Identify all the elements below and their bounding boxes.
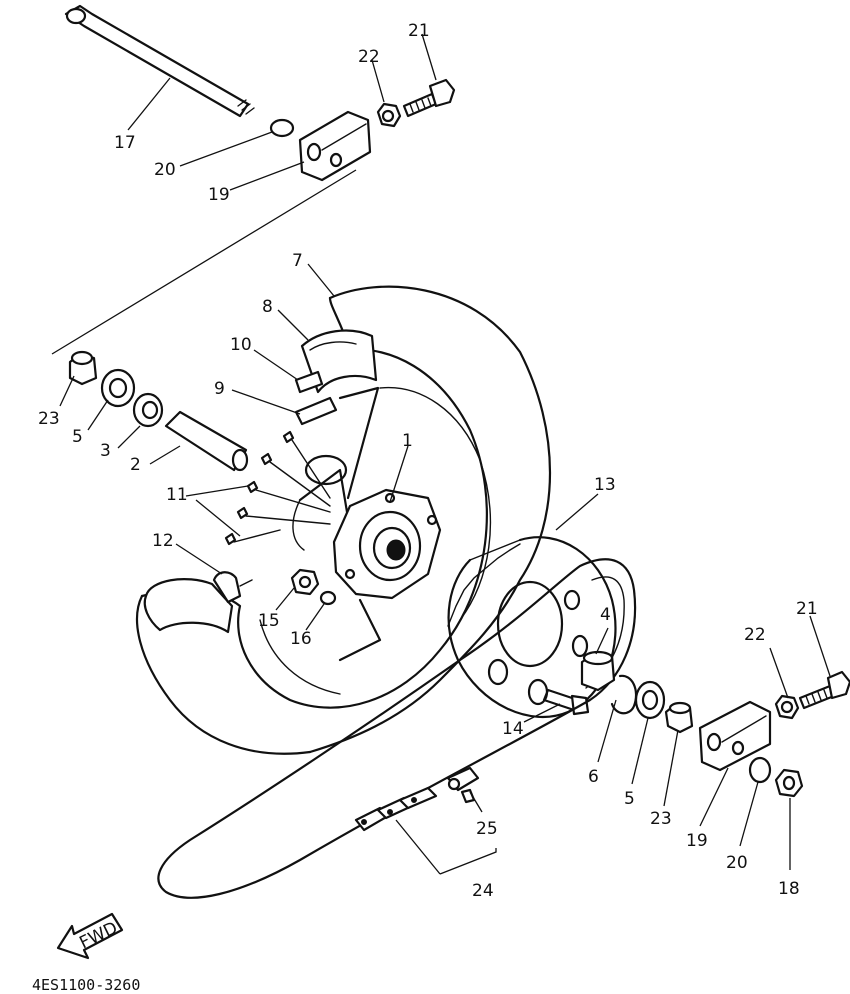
axle-part xyxy=(64,4,255,118)
callout-2: 2 xyxy=(130,455,141,475)
callout-22: 22 xyxy=(358,47,380,67)
callout-6: 6 xyxy=(588,767,599,787)
nut-part xyxy=(376,102,402,128)
tire-part xyxy=(135,285,552,755)
callout-24: 24 xyxy=(472,881,494,901)
spoke-nipples-part xyxy=(224,430,331,546)
callout-23: 23 xyxy=(650,809,672,829)
callout-9: 9 xyxy=(214,379,225,399)
callout-14: 14 xyxy=(502,719,524,739)
sprocket-part xyxy=(447,536,617,719)
callout-21: 21 xyxy=(796,599,818,619)
callout-21: 21 xyxy=(408,21,430,41)
nut-part xyxy=(290,568,320,596)
forward-arrow-icon: FWD xyxy=(56,912,124,960)
callout-12: 12 xyxy=(152,531,174,551)
callout-13: 13 xyxy=(594,475,616,495)
bearing-part xyxy=(100,368,136,408)
callout-10: 10 xyxy=(230,335,252,355)
chain-adjuster-part xyxy=(298,110,372,182)
callout-5: 5 xyxy=(624,789,635,809)
callout-4: 4 xyxy=(600,605,611,625)
mud-flap-part xyxy=(143,571,253,634)
callout-11: 11 xyxy=(166,485,188,505)
callout-3: 3 xyxy=(100,441,111,461)
diagram-code: 4ES1100-3260 xyxy=(32,976,140,994)
tube-valve-part xyxy=(294,396,338,426)
callout-19: 19 xyxy=(208,185,230,205)
callout-7: 7 xyxy=(292,251,303,271)
chain-adjuster-part xyxy=(698,700,772,772)
bolt-part xyxy=(798,670,850,710)
bolt-part xyxy=(402,78,456,118)
spacer-part xyxy=(164,410,249,472)
nut-part xyxy=(774,768,804,798)
callout-19: 19 xyxy=(686,831,708,851)
bearing-part xyxy=(634,680,666,720)
lock-washer-part xyxy=(319,590,337,606)
chain-links-part xyxy=(354,786,438,832)
callout-5: 5 xyxy=(72,427,83,447)
callout-17: 17 xyxy=(114,133,136,153)
collar-part xyxy=(580,650,616,692)
wheel-spokes xyxy=(292,386,382,662)
washer-part xyxy=(269,118,295,138)
callout-16: 16 xyxy=(290,629,312,649)
collar-part xyxy=(664,701,694,734)
callout-15: 15 xyxy=(258,611,280,631)
callout-22: 22 xyxy=(744,625,766,645)
callout-18: 18 xyxy=(778,879,800,899)
valve-part xyxy=(294,370,324,394)
washer-part xyxy=(748,756,772,784)
reference-line xyxy=(51,169,357,355)
oil-seal-part xyxy=(132,392,164,428)
callout-20: 20 xyxy=(154,160,176,180)
leader-lines xyxy=(59,33,831,875)
hub-part xyxy=(332,488,442,600)
sprocket-bolt-part xyxy=(542,688,590,716)
callout-25: 25 xyxy=(476,819,498,839)
callout-8: 8 xyxy=(262,297,273,317)
nut-part xyxy=(774,694,800,720)
callout-23: 23 xyxy=(38,409,60,429)
callout-1: 1 xyxy=(402,431,413,451)
collar-part xyxy=(68,350,98,386)
circlip-part xyxy=(610,674,638,715)
callout-20: 20 xyxy=(726,853,748,873)
